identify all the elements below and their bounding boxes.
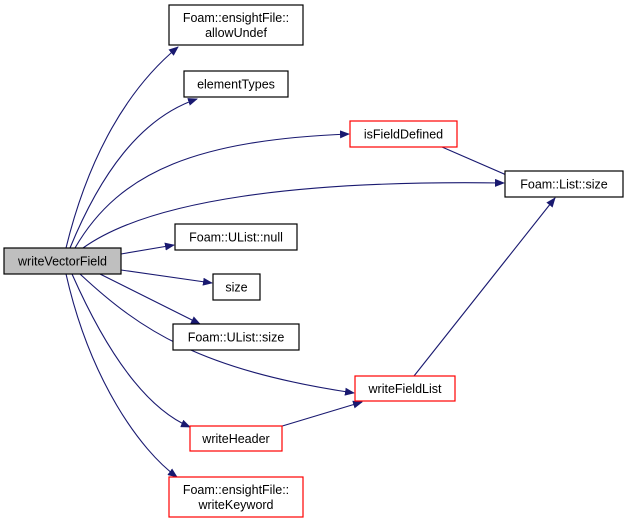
edge-root-size (120, 269, 213, 286)
edge-root-writeKeyword (65, 273, 178, 478)
node-label: Foam::ensightFile:: (183, 483, 289, 497)
node-allowUndef[interactable]: Foam::ensightFile:: allowUndef (168, 4, 304, 46)
node-writeKeyword[interactable]: Foam::ensightFile:: writeKeyword (168, 476, 304, 518)
edge-root-ulistSize (99, 273, 201, 325)
edge-root-writeHeader (71, 273, 191, 428)
node-label: writeVectorField (17, 255, 107, 269)
node-writeHeader[interactable]: writeHeader (189, 425, 283, 452)
node-label: size (225, 281, 247, 295)
node-label: elementTypes (197, 78, 275, 92)
edge-root-isFieldDefined (74, 130, 350, 249)
node-ulist-null[interactable]: Foam::UList::null (174, 223, 298, 251)
node-label: isFieldDefined (364, 128, 443, 142)
node-list-size[interactable]: Foam::List::size (504, 170, 624, 198)
node-writeVectorField[interactable]: writeVectorField (3, 247, 122, 275)
node-label: writeFieldList (368, 382, 442, 396)
edge-root-elementTypes (69, 98, 198, 249)
node-ulist-size[interactable]: Foam::UList::size (172, 323, 300, 351)
node-label: writeHeader (201, 432, 269, 446)
node-label: writeKeyword (197, 498, 273, 512)
node-label: Foam::List::size (520, 178, 608, 192)
node-writeFieldList[interactable]: writeFieldList (354, 375, 456, 402)
node-label: Foam::UList::null (189, 231, 283, 245)
node-label: Foam::UList::size (188, 331, 285, 345)
node-elementTypes[interactable]: elementTypes (183, 70, 289, 98)
edge-writeHeader-writeFieldList (278, 400, 363, 428)
node-size[interactable]: size (212, 273, 261, 301)
edge-root-ulistNull (120, 242, 175, 255)
edge-root-listSize (82, 178, 505, 249)
node-isFieldDefined[interactable]: isFieldDefined (349, 120, 458, 148)
edge-root-allowUndef (65, 46, 179, 249)
node-label: allowUndef (205, 26, 267, 40)
edge-writeFieldList-listSize (413, 197, 556, 377)
node-label: Foam::ensightFile:: (183, 11, 289, 25)
